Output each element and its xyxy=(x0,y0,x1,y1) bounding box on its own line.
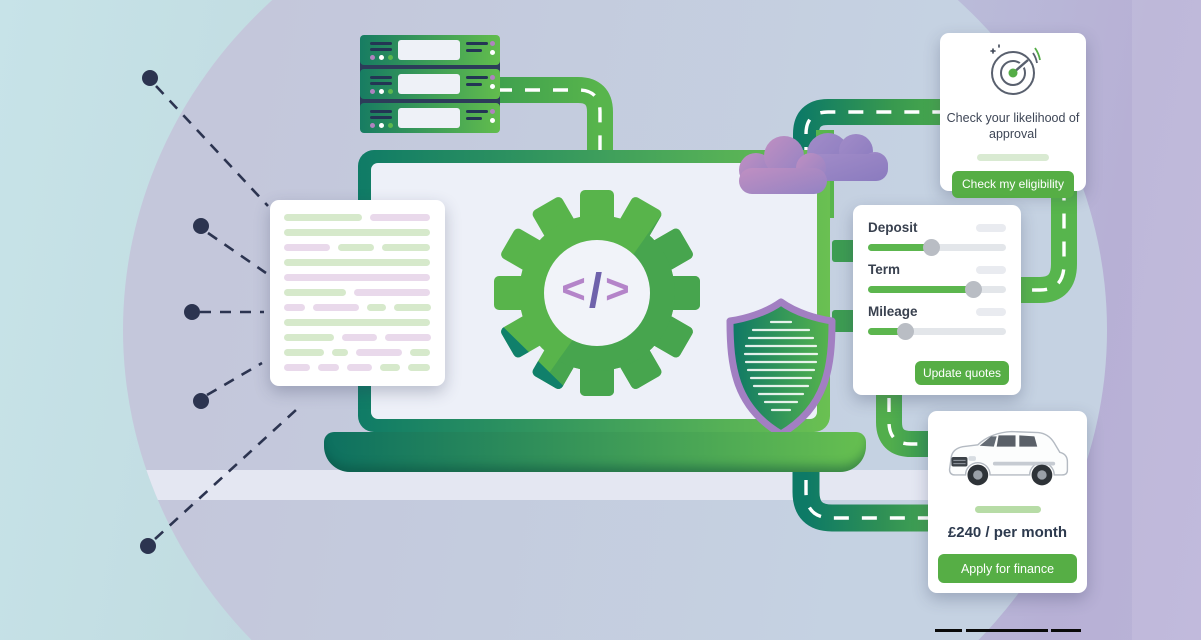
car-finance-card: £240 / per month Apply for finance xyxy=(928,411,1087,593)
monthly-price: £240 / per month xyxy=(947,524,1068,541)
slider-label: Deposit xyxy=(868,220,918,235)
slider-fill xyxy=(868,328,906,335)
apply-finance-button[interactable]: Apply for finance xyxy=(938,554,1077,583)
doc-pill xyxy=(284,229,430,236)
slider-thumb[interactable] xyxy=(964,281,982,298)
road-centerline xyxy=(804,452,945,520)
doc-pill xyxy=(284,274,430,281)
doc-pill xyxy=(394,304,431,311)
update-quotes-button[interactable]: Update quotes xyxy=(915,361,1009,385)
road-server-laptop xyxy=(497,77,613,158)
connector-dot xyxy=(184,304,200,320)
doc-line xyxy=(284,289,431,296)
slider-row: Deposit xyxy=(868,220,1006,256)
connector-dot xyxy=(193,393,209,409)
doc-pill xyxy=(284,349,324,356)
doc-line xyxy=(284,214,431,221)
doc-pill xyxy=(313,304,360,311)
doc-pill xyxy=(284,304,306,311)
slider-thumb[interactable] xyxy=(897,323,915,340)
check-eligibility-button[interactable]: Check my eligibility xyxy=(952,170,1074,198)
doc-line xyxy=(284,304,431,311)
decor-pill xyxy=(977,153,1049,161)
doc-line xyxy=(284,259,431,266)
bottom-mark xyxy=(935,629,962,632)
doc-pill xyxy=(318,364,339,371)
doc-pill xyxy=(354,289,430,296)
doc-line xyxy=(284,334,432,341)
decor-pill xyxy=(974,506,1041,513)
doc-pill xyxy=(356,349,402,356)
decor-pill xyxy=(976,265,1006,274)
slider-row: Mileage xyxy=(868,304,1006,340)
connector-dot xyxy=(140,538,156,554)
eligibility-title: Check your likelihood of approval xyxy=(946,111,1080,142)
road-centerline xyxy=(497,88,602,158)
document-card xyxy=(270,200,445,386)
decor-pill xyxy=(976,223,1006,232)
doc-pill xyxy=(284,364,310,371)
bottom-mark xyxy=(966,629,1048,632)
doc-pill xyxy=(380,364,400,371)
decor-pill xyxy=(976,307,1006,316)
server-unit xyxy=(360,69,500,99)
shield-icon xyxy=(726,298,836,438)
doc-pill xyxy=(332,349,348,356)
doc-pill xyxy=(341,334,378,341)
slider-label: Mileage xyxy=(868,304,918,319)
server-unit xyxy=(360,103,500,133)
quote-sliders-card: Deposit Term Mileage xyxy=(853,205,1021,395)
doc-line xyxy=(284,244,431,251)
slider-thumb[interactable] xyxy=(923,239,941,256)
bottom-mark xyxy=(1051,629,1081,632)
background-band xyxy=(1132,0,1201,640)
doc-line xyxy=(284,274,431,281)
server-unit xyxy=(360,35,500,65)
doc-pill xyxy=(347,364,372,371)
cloud-icon xyxy=(739,133,888,194)
slider-row: Term xyxy=(868,262,1006,298)
mileage-slider-track[interactable] xyxy=(868,323,1006,340)
doc-pill xyxy=(370,214,430,221)
slider-fill xyxy=(868,286,973,293)
gear-icon xyxy=(494,190,700,396)
doc-pill xyxy=(385,334,432,341)
dashed-line xyxy=(206,361,263,397)
connector-dot xyxy=(142,70,158,86)
laptop-base xyxy=(324,432,866,472)
deposit-slider-track[interactable] xyxy=(868,239,1006,256)
doc-pill xyxy=(284,244,330,251)
doc-pill xyxy=(284,334,334,341)
slider-label: Term xyxy=(868,262,901,277)
road-centerline xyxy=(887,398,945,446)
road-stub xyxy=(832,240,858,262)
doc-pill xyxy=(408,364,430,371)
connector-dot xyxy=(193,218,209,234)
doc-pill xyxy=(284,259,430,266)
slider-fill xyxy=(868,244,932,251)
server-rack xyxy=(360,35,500,133)
doc-pill xyxy=(410,349,430,356)
doc-line xyxy=(284,229,431,236)
doc-pill xyxy=(284,214,362,221)
car-image xyxy=(948,430,1068,486)
doc-line xyxy=(284,364,431,371)
code-glyph: </> xyxy=(561,265,633,318)
term-slider-track[interactable] xyxy=(868,281,1006,298)
doc-line xyxy=(284,349,431,356)
doc-line xyxy=(284,319,431,326)
doc-pill xyxy=(284,289,346,296)
dashed-line xyxy=(155,85,269,207)
doc-pill xyxy=(382,244,430,251)
eligibility-card: Check your likelihood of approval Check … xyxy=(940,33,1086,198)
doc-pill xyxy=(338,244,374,251)
doc-pill xyxy=(284,319,430,326)
doc-pill xyxy=(367,304,387,311)
road-stub xyxy=(832,310,858,332)
radar-icon xyxy=(990,44,1041,95)
